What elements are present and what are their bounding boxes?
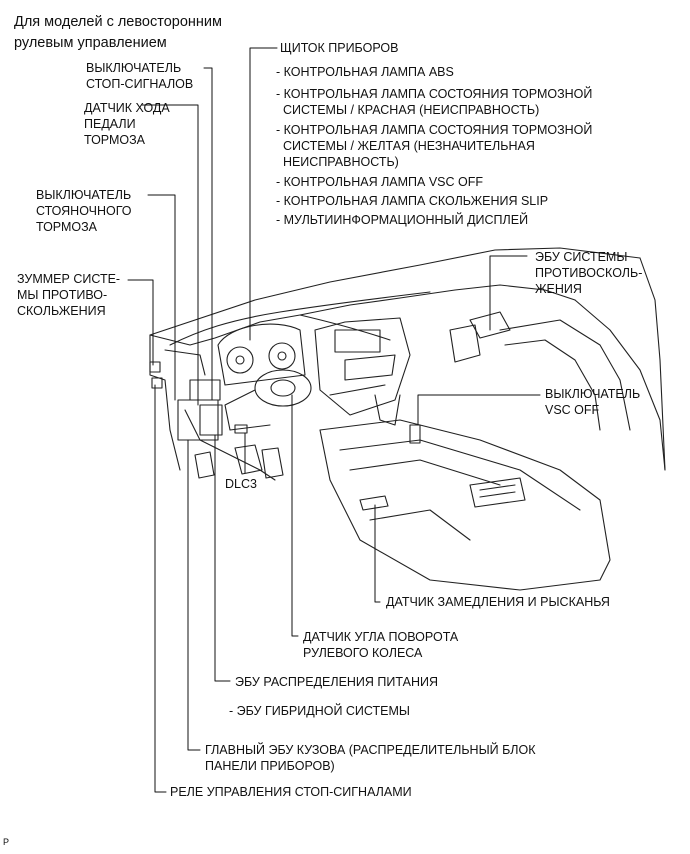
shift-lever xyxy=(374,394,401,426)
accel-pedal xyxy=(261,447,284,479)
leader-lines xyxy=(127,47,541,793)
vsc-switch-part xyxy=(409,424,421,444)
brake-pedal xyxy=(234,444,263,475)
corner-mark: P xyxy=(3,837,10,847)
rear-vent xyxy=(469,477,526,508)
meter-item-slip: - КОНТРОЛЬНАЯ ЛАМПА СКОЛЬЖЕНИЯ SLIP xyxy=(276,194,549,208)
meter-item-brake-red: - КОНТРОЛЬНАЯ ЛАМПА СОСТОЯНИЯ ТОРМОЗНОЙ … xyxy=(276,87,593,117)
pedal-stroke-sensor-label: ДАТЧИК ХОДА ПЕДАЛИ ТОРМОЗА xyxy=(84,101,170,147)
vsc-off-switch-label: ВЫКЛЮЧАТЕЛЬ VSC OFF xyxy=(545,387,641,417)
center-display xyxy=(334,329,381,353)
dlc3-label: DLC3 xyxy=(225,477,257,491)
meter-item-brake-yellow: - КОНТРОЛЬНАЯ ЛАМПА СОСТОЯНИЯ ТОРМОЗНОЙ … xyxy=(276,123,593,169)
gauge-left xyxy=(226,346,254,374)
skid-buzzer-label: ЗУММЕР СИСТЕ- МЫ ПРОТИВО- СКОЛЬЖЕНИЯ xyxy=(17,272,121,318)
gauge-right xyxy=(268,342,296,370)
windshield-outline xyxy=(149,247,641,336)
dlc3-part xyxy=(234,424,248,434)
junction-block xyxy=(177,399,219,441)
meter-item-vsc-off: - КОНТРОЛЬНАЯ ЛАМПА VSC OFF xyxy=(276,175,483,189)
steering-wheel xyxy=(254,369,312,407)
skid-control-ecu-label: ЭБУ СИСТЕМЫ ПРОТИВОСКОЛЬ- ЖЕНИЯ xyxy=(535,250,643,296)
yaw-rate-sensor-label: ДАТЧИК ЗАМЕДЛЕНИЯ И РЫСКАНЬЯ xyxy=(386,595,610,609)
windshield-frame xyxy=(639,257,666,471)
center-stack xyxy=(314,317,411,416)
door-panel xyxy=(574,299,666,471)
buzzer-part xyxy=(149,361,161,373)
steering-angle-sensor-label: ДАТЧИК УГЛА ПОВОРОТА РУЛЕВОГО КОЛЕСА xyxy=(303,630,459,660)
stop-light-relay-label: РЕЛЕ УПРАВЛЕНИЯ СТОП-СИГНАЛАМИ xyxy=(170,785,412,799)
power-ecu-block xyxy=(189,379,221,401)
diagram-title: Для моделей с левосторонним рулевым упра… xyxy=(14,14,222,51)
meter-item-abs: - КОНТРОЛЬНАЯ ЛАМПА ABS xyxy=(276,65,454,79)
meter-item-display: - МУЛЬТИИНФОРМАЦИОННЫЙ ДИСПЛЕЙ xyxy=(276,213,529,227)
main-body-ecu-label: ГЛАВНЫЙ ЭБУ КУЗОВА (РАСПРЕДЕЛИТЕЛЬНЫЙ БЛ… xyxy=(205,743,536,773)
yaw-sensor-part xyxy=(359,495,389,511)
center-console xyxy=(319,419,611,591)
power-ecu-label: ЭБУ РАСПРЕДЕЛЕНИЯ ПИТАНИЯ xyxy=(235,675,438,689)
skid-ecu-part xyxy=(449,324,481,363)
combination-meter-label: ЩИТОК ПРИБОРОВ xyxy=(280,41,399,55)
parking-brake-switch-label: ВЫКЛЮЧАТЕЛЬ СТОЯНОЧНОГО ТОРМОЗА xyxy=(36,188,132,234)
hybrid-ecu-label: - ЭБУ ГИБРИДНОЙ СИСТЕМЫ xyxy=(229,704,410,718)
dashboard-top xyxy=(149,284,576,346)
instrument-cluster xyxy=(217,323,306,386)
stop-light-switch-label: ВЫКЛЮЧАТЕЛЬ СТОП-СИГНАЛОВ xyxy=(86,61,194,91)
